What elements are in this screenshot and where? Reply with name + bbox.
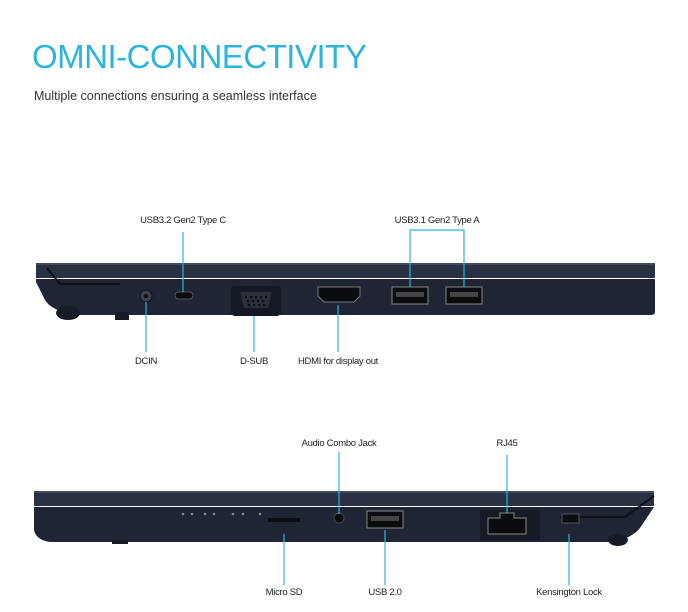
laptop-left-side: [36, 263, 655, 320]
laptop-right-side: [34, 491, 655, 546]
microsd-slot: [268, 518, 300, 522]
label-audio: Audio Combo Jack: [301, 438, 377, 449]
label-usb2: USB 2.0: [368, 587, 402, 598]
label-usb-c: USB3.2 Gen2 Type C: [140, 215, 226, 226]
right-leader-lines: [283, 452, 570, 585]
label-hdmi: HDMI for display out: [297, 356, 379, 367]
label-rj45: RJ45: [496, 438, 518, 449]
label-usb-a: USB3.1 Gen2 Type A: [394, 215, 480, 226]
rj45-port: [487, 512, 527, 535]
kensington-slot: [561, 513, 580, 524]
audio-jack: [333, 512, 345, 524]
page-title: OMNI-CONNECTIVITY: [32, 38, 367, 75]
label-dcin: DCIN: [134, 356, 158, 367]
usb-c-port: [174, 291, 194, 300]
page-subtitle: Multiple connections ensuring a seamless…: [34, 89, 317, 103]
hdmi-port: [317, 286, 361, 303]
label-dsub: D-SUB: [239, 356, 269, 367]
left-leader-lines: [145, 229, 465, 352]
label-microsd: Micro SD: [265, 587, 303, 598]
label-kensington: Kensington Lock: [536, 587, 602, 598]
